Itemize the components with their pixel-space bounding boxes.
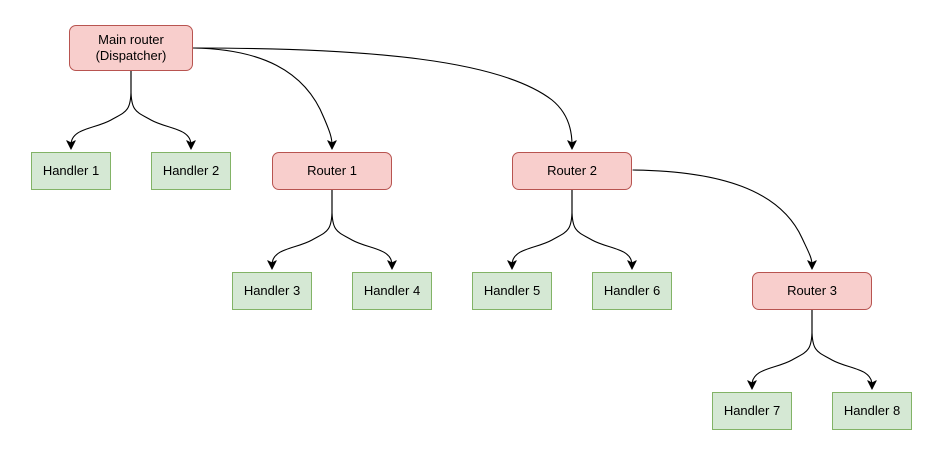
node-label-handler-8: Handler 8 (843, 403, 901, 418)
node-label-router-3: Router 3 (787, 283, 837, 298)
edge-main-router-to-handler-1 (66, 70, 132, 150)
edge-router-2-to-handler-5 (507, 189, 573, 270)
node-router-1[interactable]: Router 1 (272, 152, 392, 190)
node-router-2[interactable]: Router 2 (512, 152, 632, 190)
node-label-router-1: Router 1 (307, 163, 357, 178)
node-label-handler-6: Handler 6 (603, 283, 661, 298)
node-handler-1[interactable]: Handler 1 (31, 152, 111, 190)
node-router-3[interactable]: Router 3 (752, 272, 872, 310)
node-handler-4[interactable]: Handler 4 (352, 272, 432, 310)
node-label-handler-2: Handler 2 (162, 163, 220, 178)
edge-router-2-to-router-3 (632, 169, 817, 270)
edge-router-3-to-handler-8 (811, 309, 877, 390)
edge-router-3-to-handler-7 (747, 309, 813, 390)
node-handler-5[interactable]: Handler 5 (472, 272, 552, 310)
node-label-handler-5: Handler 5 (483, 283, 541, 298)
edge-main-router-to-router-1 (192, 47, 337, 150)
edge-main-router-to-router-2 (192, 47, 577, 150)
node-handler-6[interactable]: Handler 6 (592, 272, 672, 310)
edge-path-group (66, 47, 877, 390)
edge-router-1-to-handler-4 (331, 189, 397, 270)
node-main-router[interactable]: Main router (Dispatcher) (69, 25, 193, 71)
node-label-handler-7: Handler 7 (723, 403, 781, 418)
node-label-handler-3: Handler 3 (243, 283, 301, 298)
node-handler-3[interactable]: Handler 3 (232, 272, 312, 310)
node-handler-8[interactable]: Handler 8 (832, 392, 912, 430)
edge-main-router-to-handler-2 (130, 70, 196, 150)
node-label-handler-4: Handler 4 (363, 283, 421, 298)
node-label-router-2: Router 2 (547, 163, 597, 178)
node-handler-7[interactable]: Handler 7 (712, 392, 792, 430)
edge-router-2-to-handler-6 (571, 189, 637, 270)
node-label-main-router: Main router (Dispatcher) (95, 32, 167, 63)
node-handler-2[interactable]: Handler 2 (151, 152, 231, 190)
node-label-handler-1: Handler 1 (42, 163, 100, 178)
edge-router-1-to-handler-3 (267, 189, 333, 270)
